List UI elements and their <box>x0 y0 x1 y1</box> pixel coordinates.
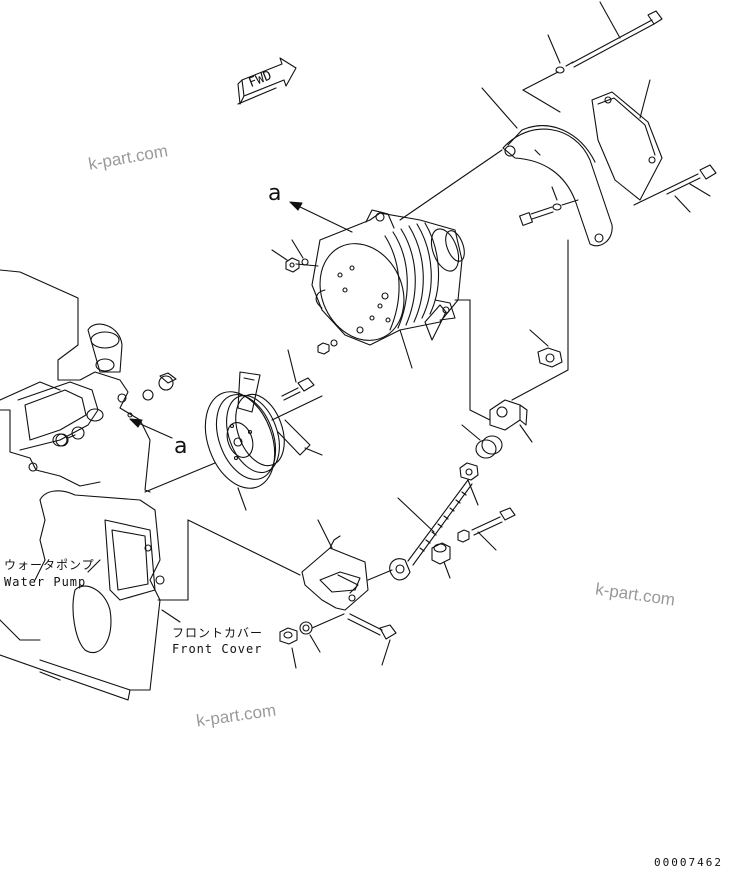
leader-long-bolt <box>599 1 621 39</box>
washer-top <box>547 34 565 74</box>
document-number: 00007462 <box>654 856 723 869</box>
cover-plate <box>591 91 663 201</box>
v-belt <box>237 371 311 456</box>
leader-water-pump <box>87 559 101 573</box>
bolt-lower-right <box>471 507 516 551</box>
water-pump-label-en: Water Pump <box>4 575 87 589</box>
collar <box>431 542 451 579</box>
nut-lower-left <box>279 627 298 669</box>
front-cover-label-jp: フロントカバー <box>172 626 264 640</box>
nut-lower <box>317 339 338 355</box>
fwd-direction-arrow <box>237 57 297 105</box>
bolt-lower <box>347 613 397 666</box>
view-letter-lower: a <box>174 434 188 459</box>
bushing-left <box>142 372 177 401</box>
bushing-left-2 <box>55 426 85 447</box>
water-pump-label-jp: ウォータポンプ <box>4 558 95 572</box>
bushing-right <box>461 424 503 459</box>
nut-center <box>459 462 479 506</box>
bolt-small <box>519 186 579 226</box>
axis-line-bracket-front <box>187 519 301 576</box>
bolt-axis-line <box>522 71 559 91</box>
mounting-bracket <box>502 125 613 247</box>
axis-line-upper <box>295 263 319 267</box>
spacer-block <box>489 399 533 443</box>
axis-line-to-bracket <box>399 149 503 221</box>
leader-cover <box>639 79 651 119</box>
washer-lower-left <box>299 621 321 653</box>
engine-block <box>0 269 165 701</box>
alternator <box>311 209 465 346</box>
leader-front-cover <box>161 609 181 623</box>
axis-line-pulley <box>144 462 216 493</box>
leader-alternator <box>399 329 413 369</box>
view-arrow-lower <box>129 418 173 439</box>
bracket-axis-line <box>469 239 569 421</box>
view-letter-upper: a <box>268 181 282 206</box>
washer-right <box>457 529 470 543</box>
adjusting-rod <box>389 479 473 581</box>
bolt-axis-line-2 <box>522 89 561 113</box>
long-bolt <box>565 10 663 68</box>
leader-pulley <box>237 487 247 511</box>
leader-bracket <box>481 87 518 129</box>
axis-line-pulley-alt <box>271 395 323 421</box>
view-arrow-upper <box>289 201 353 233</box>
pulley <box>204 391 285 489</box>
bolt-right <box>633 164 717 213</box>
axis-line-lower-bracket <box>367 569 393 581</box>
leader-belt <box>304 447 323 456</box>
bolt-pulley <box>281 349 315 401</box>
nut-right <box>529 329 563 368</box>
lower-bracket <box>301 519 369 611</box>
axis-line-lower-bracket-2 <box>311 613 345 629</box>
nut-upper <box>271 239 309 273</box>
front-cover-label-en: Front Cover <box>172 642 263 656</box>
